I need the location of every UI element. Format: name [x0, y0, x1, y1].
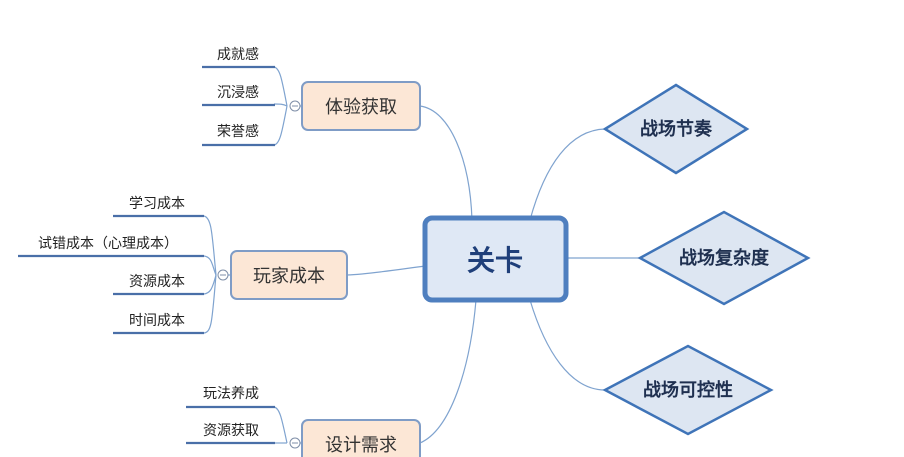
- leaf-time-cost: 时间成本: [129, 313, 185, 329]
- leaf-learning-cost: 学习成本: [129, 196, 185, 212]
- connector-rhythm: [529, 128, 606, 221]
- connector-leaf: [203, 274, 217, 334]
- connector-leaf: [203, 215, 217, 276]
- connector-leaf: [273, 406, 288, 444]
- leaf-honor: 荣誉感: [217, 123, 259, 140]
- connector-control: [529, 299, 606, 391]
- diamond-complexity[interactable]: 战场复杂度: [637, 210, 811, 306]
- diamond-rhythm-label: 战场节奏: [640, 118, 713, 140]
- node-design-label: 设计需求: [325, 435, 397, 456]
- node-experience[interactable]: 体验获取: [301, 81, 421, 131]
- leaf-resource-acquire: 资源获取: [203, 423, 259, 439]
- diamond-control[interactable]: 战场可控性: [602, 344, 774, 436]
- collapse-cost-icon[interactable]: [217, 269, 229, 281]
- connector-leaf: [203, 274, 217, 295]
- connector-cost: [346, 265, 426, 276]
- diamond-rhythm[interactable]: 战场节奏: [602, 83, 750, 175]
- diamond-control-label: 战场可控性: [643, 379, 733, 401]
- leaf-trial-cost: 试错成本（心理成本）: [38, 236, 178, 252]
- collapse-toggles: [217, 100, 301, 449]
- node-design[interactable]: 设计需求: [301, 419, 421, 457]
- leaves-experience: 成就感 沉浸感 荣誉感: [217, 46, 259, 140]
- leaves-design: 玩法养成 资源获取: [203, 386, 259, 439]
- connector-leaf: [203, 255, 217, 276]
- leaf-resource-cost: 资源成本: [129, 274, 185, 290]
- node-cost-label: 玩家成本: [253, 266, 325, 287]
- leaves-cost: 学习成本 试错成本（心理成本） 资源成本 时间成本: [38, 196, 185, 329]
- connectors: [203, 66, 640, 444]
- leaf-underlines: [18, 65, 275, 445]
- connector-leaf: [273, 103, 288, 107]
- node-cost[interactable]: 玩家成本: [230, 250, 348, 300]
- collapse-design-icon[interactable]: [289, 437, 301, 449]
- connector-experience: [419, 105, 473, 221]
- center-node[interactable]: 关卡: [422, 215, 569, 303]
- connector-leaf: [273, 105, 288, 146]
- center-label: 关卡: [467, 244, 523, 277]
- connector-design: [419, 299, 477, 444]
- leaf-achievement: 成就感: [217, 46, 259, 63]
- diamond-complexity-label: 战场复杂度: [679, 247, 770, 269]
- leaf-gameplay-growth: 玩法养成: [203, 386, 259, 402]
- leaf-immersion: 沉浸感: [217, 84, 259, 101]
- collapse-experience-icon[interactable]: [289, 100, 301, 112]
- connector-leaf: [273, 66, 288, 107]
- node-experience-label: 体验获取: [325, 97, 397, 118]
